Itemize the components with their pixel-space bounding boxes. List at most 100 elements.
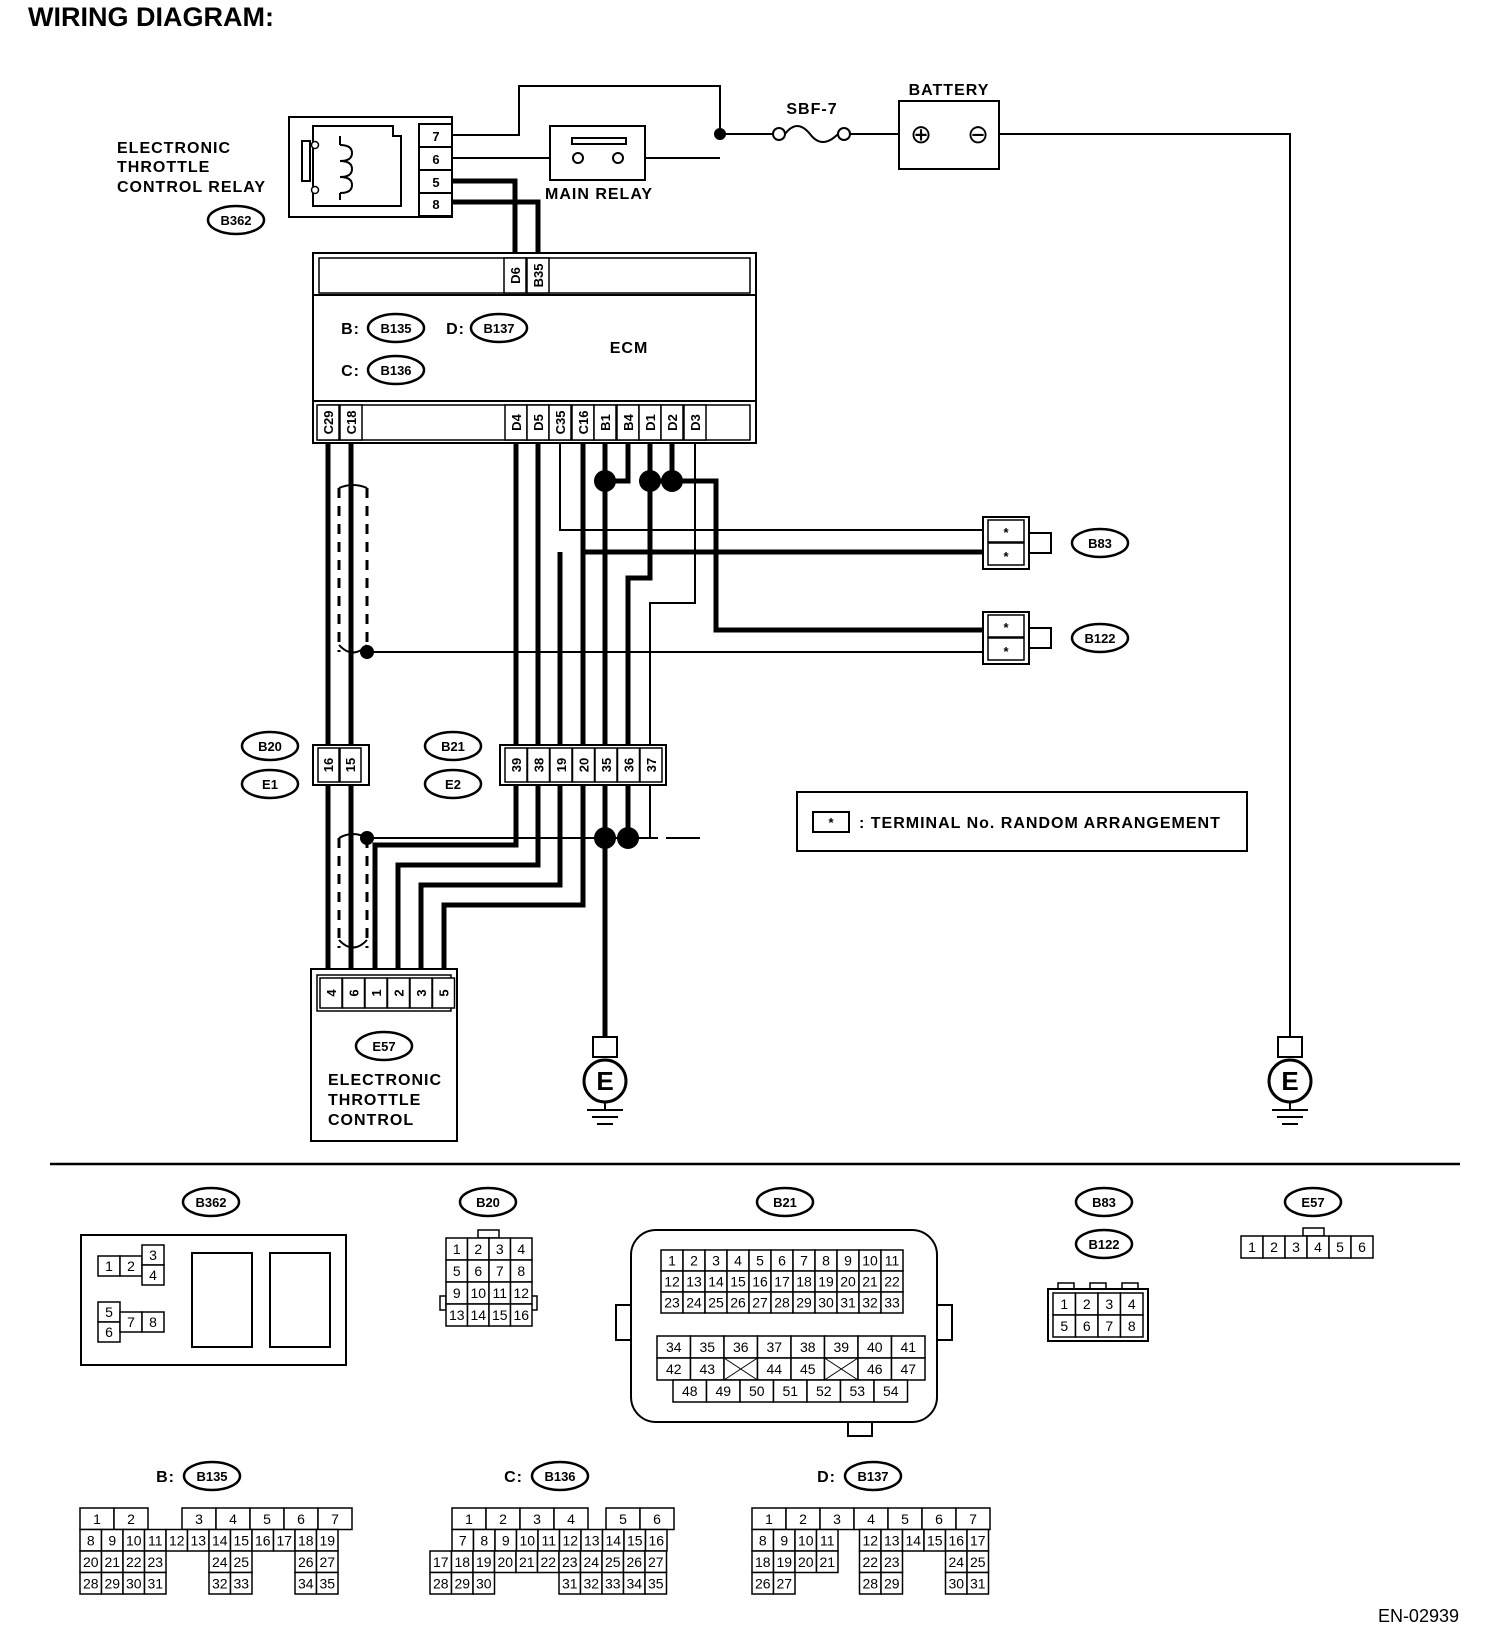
b21-view-pin-40-label: 40 [867,1339,883,1355]
b137-pin-1: 1 [751,1507,787,1531]
b21-pin-38-label: 38 [532,758,547,772]
b21-view-pin-12: 12 [660,1270,684,1293]
b136-pin-1: 1 [451,1507,487,1531]
b20-pin-7: 7 [488,1259,512,1283]
e57-view-pin-2-label: 2 [1270,1239,1278,1255]
wire-battery-ground [978,133,1291,1037]
ecm-pin-d4-label: D4 [509,413,524,430]
b135-pin-33-label: 33 [233,1575,249,1591]
e57-view-pin-1: 1 [1240,1235,1264,1259]
connector-oval-b21 [423,730,483,762]
b136-pin-12: 12 [558,1528,582,1552]
b21-pin-37: 37 [639,747,663,783]
ecm-pin-c16: C16 [571,404,595,441]
b137-pin-25-label: 25 [970,1554,986,1570]
shield-upper [337,484,369,949]
b21-view-pin-24-label: 24 [686,1295,702,1311]
b20-pin-5-label: 5 [453,1263,461,1279]
b20-pin-15: 15 [488,1303,512,1327]
b21-view-pin-40: 40 [857,1335,893,1359]
b21-pin-39-label: 39 [509,758,524,772]
b135-pin-4-label: 4 [229,1511,237,1527]
b21-view-pin-14: 14 [704,1270,728,1293]
b20-pin-6: 6 [466,1259,490,1283]
etc-relay-label-3: CONTROL RELAY [117,179,266,196]
b136-pin-23-label: 23 [562,1554,578,1570]
b20-pin-11-label: 11 [492,1285,507,1301]
relay-coil-icon [339,144,354,194]
ecm-pin-d3: D3 [683,404,707,441]
b137-pin-5: 5 [887,1507,923,1531]
b135-pin-29-label: 29 [104,1575,120,1591]
b137-pin-23-label: 23 [884,1554,900,1570]
b135-pin-7: 7 [317,1507,353,1531]
connector-code-b362: B362 [220,213,251,228]
ecm-pin-d4: D4 [504,404,528,441]
b21-view-pin-18: 18 [792,1270,816,1293]
b21-view-pin-10-label: 10 [862,1253,878,1269]
e57-view-pin-2: 2 [1262,1235,1286,1259]
b83-view-pin-1-label: 1 [1060,1296,1068,1312]
b21-view-pin-34: 34 [656,1335,692,1359]
b21-view-pin-49: 49 [705,1379,741,1403]
b136-pin-3: 3 [519,1507,555,1531]
ground-left: E [582,1036,628,1125]
b21-view-pin-3-label: 3 [712,1253,720,1269]
b137-pin-17: 17 [966,1528,990,1552]
b20-pin-16-label: 16 [513,1307,529,1323]
b20-pin-12-label: 12 [513,1285,529,1301]
b135-pin-12-label: 12 [169,1532,185,1548]
b21-view-pin-42-label: 42 [666,1361,682,1377]
b137-pin-22-label: 22 [862,1554,878,1570]
b137-pin-27: 27 [772,1571,796,1595]
b362-pin-2: 2 [119,1255,143,1277]
main-relay-box [549,125,646,181]
b21-view-pin-54-label: 54 [883,1383,899,1399]
b21-view-pin-3: 3 [704,1249,728,1272]
connector-oval-b122 [1070,622,1130,654]
e57-view-pin-4: 4 [1306,1235,1330,1259]
b21-view-pin-46-label: 46 [867,1361,883,1377]
b137-pin-21: 21 [815,1550,839,1574]
b137-pin-11-label: 11 [820,1532,835,1548]
b20-pin-16: 16 [321,758,336,772]
b135-pin-34: 34 [294,1571,318,1595]
b136-pin-32: 32 [579,1571,603,1595]
b135-pin-23-label: 23 [147,1554,163,1570]
b135-pin-31-label: 31 [147,1575,163,1591]
b135-pin-16-label: 16 [255,1532,271,1548]
b135-pin-21: 21 [100,1550,124,1574]
b136-pin-19-label: 19 [476,1554,492,1570]
b122-pin-1: * [1003,620,1009,635]
b21-view-pin-23: 23 [660,1291,684,1314]
fuse-label: SBF-7 [786,101,837,118]
b136-pin-15-label: 15 [627,1532,643,1548]
footer-code: EN-02939 [1378,1606,1459,1626]
b135-pin-17: 17 [272,1528,296,1552]
b21-view-pin-19: 19 [814,1270,838,1293]
b21-view-pin-void [723,1357,759,1381]
b20-pin-14-label: 14 [470,1307,486,1323]
b21-view-pin-32-label: 32 [862,1295,878,1311]
b83-pin-2: * [1003,549,1009,564]
view-code-b21: B21 [773,1195,797,1210]
b21-view-pin-11-label: 11 [885,1253,900,1269]
b135-pin-27: 27 [315,1550,339,1574]
ecm-ref-prefix-c: C: [341,363,360,380]
b21-pin-36: 36 [616,747,641,783]
battery-minus-icon: ⊖ [967,119,989,149]
view-code-e57: E57 [1301,1195,1324,1210]
b135-pin-23: 23 [143,1550,167,1574]
b83-view-pin-7: 7 [1097,1314,1122,1338]
connector-code-b21: B21 [441,739,465,754]
b135-pin-6-label: 6 [297,1511,305,1527]
view-oval-b362 [181,1186,241,1218]
connector-code-e2: E2 [445,777,461,792]
b137-pin-20-label: 20 [798,1554,814,1570]
b21-view-pin-5: 5 [748,1249,772,1272]
